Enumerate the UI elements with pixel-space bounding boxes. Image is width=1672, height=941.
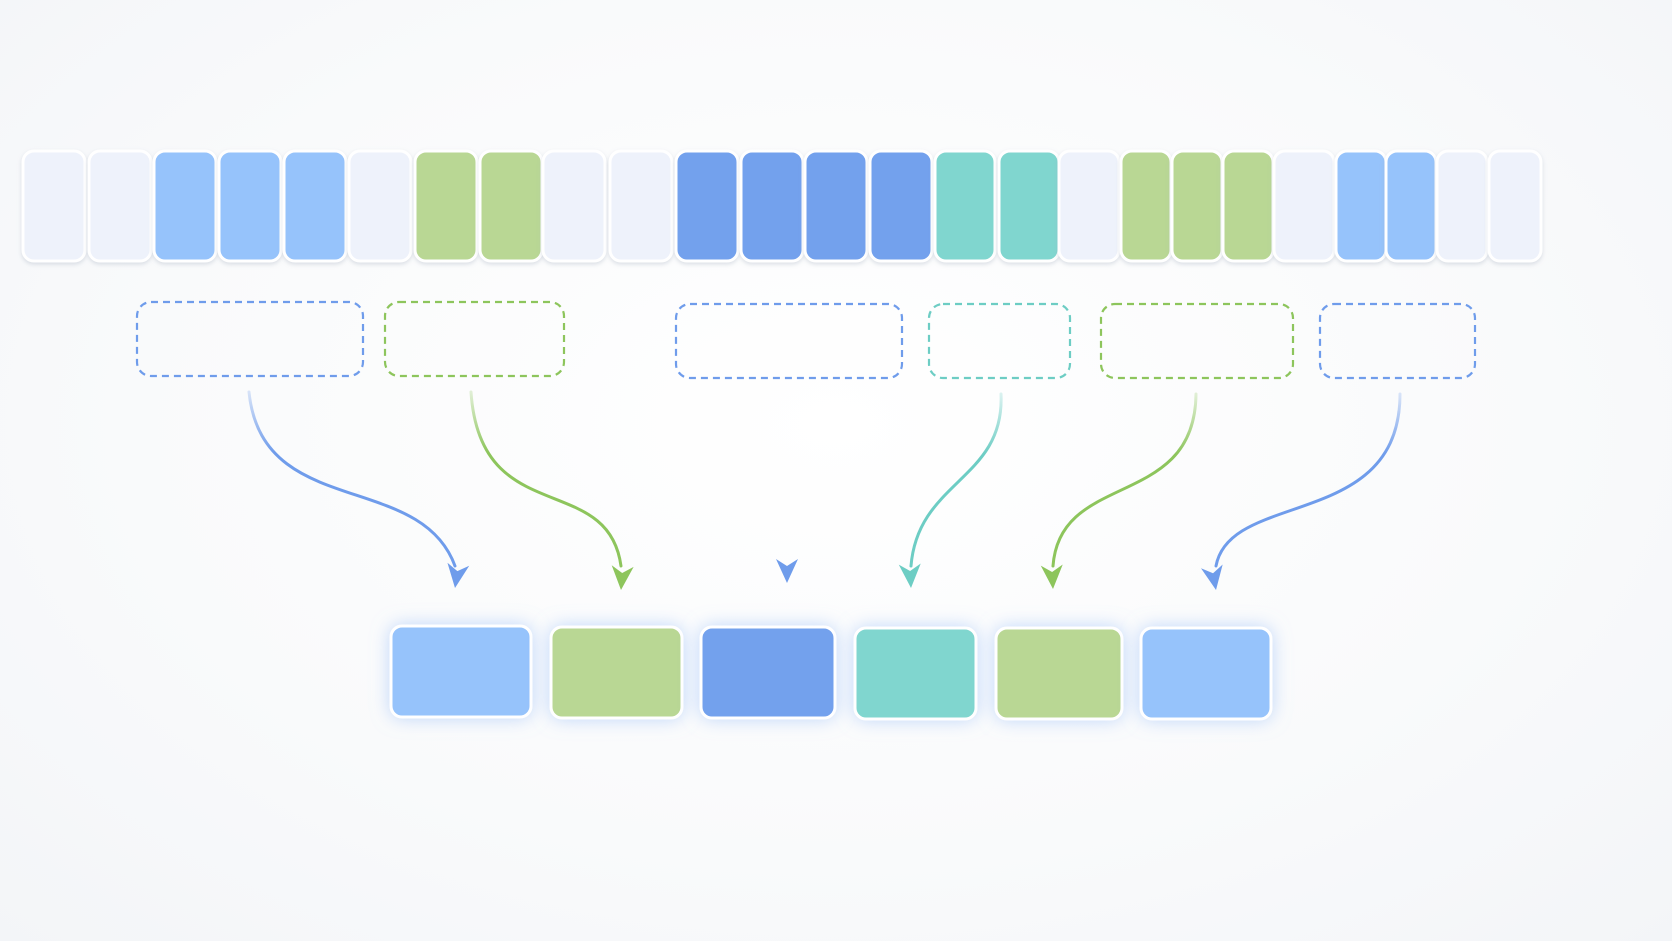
- arrow-shaft-4: [909, 392, 1003, 568]
- arrowhead-icon: [447, 562, 470, 588]
- arrowhead-icon: [1200, 564, 1223, 590]
- output-token-2: [549, 625, 684, 720]
- light-blue-token-cell: [1384, 149, 1438, 263]
- empty-token-cell: [347, 149, 413, 263]
- group-outlines: [135, 300, 1477, 380]
- dark-blue-token-cell: [868, 149, 934, 263]
- arrow-shaft-1: [247, 390, 457, 568]
- arrow-shaft-6: [1214, 392, 1402, 568]
- empty-token-cell: [21, 149, 87, 263]
- light-blue-token-cell: [1334, 149, 1388, 263]
- green-token-cell: [1221, 149, 1275, 263]
- empty-token-cell: [541, 149, 607, 263]
- group-outline-4: [927, 302, 1072, 380]
- empty-token-cell: [1435, 149, 1489, 263]
- input-sequence: [21, 149, 1543, 263]
- teal-token-cell: [997, 149, 1061, 263]
- arrowhead-icon: [776, 559, 798, 583]
- empty-token-cell: [1272, 149, 1336, 263]
- output-token-5: [994, 626, 1124, 721]
- light-blue-token-cell: [282, 149, 348, 263]
- dark-blue-token-cell: [674, 149, 740, 263]
- arrowhead-icon: [611, 565, 634, 590]
- group-outline-6: [1318, 302, 1477, 380]
- group-outline-5: [1099, 302, 1295, 380]
- group-outline-1: [135, 300, 365, 378]
- green-token-cell: [413, 149, 479, 263]
- light-blue-token-cell: [152, 149, 218, 263]
- group-outline-3: [674, 302, 904, 380]
- green-token-cell: [1170, 149, 1224, 263]
- dark-blue-token-cell: [739, 149, 805, 263]
- arrow-shaft-2: [469, 390, 623, 568]
- empty-token-cell: [1057, 149, 1121, 263]
- empty-token-cell: [608, 149, 674, 263]
- output-sequence: [389, 624, 1273, 721]
- green-token-cell: [478, 149, 544, 263]
- output-token-1: [389, 624, 533, 719]
- arrowhead-icon: [898, 563, 921, 588]
- arrowhead-icon: [1040, 564, 1063, 589]
- merge-arrows: [247, 390, 1402, 590]
- empty-token-cell: [87, 149, 153, 263]
- teal-token-cell: [933, 149, 997, 263]
- group-outline-2: [383, 300, 566, 378]
- empty-token-cell: [1487, 149, 1543, 263]
- output-token-6: [1139, 626, 1273, 721]
- light-blue-token-cell: [217, 149, 283, 263]
- output-token-4: [853, 626, 978, 721]
- output-token-3: [699, 625, 837, 720]
- arrow-shaft-5: [1051, 392, 1198, 568]
- green-token-cell: [1119, 149, 1173, 263]
- dark-blue-token-cell: [803, 149, 869, 263]
